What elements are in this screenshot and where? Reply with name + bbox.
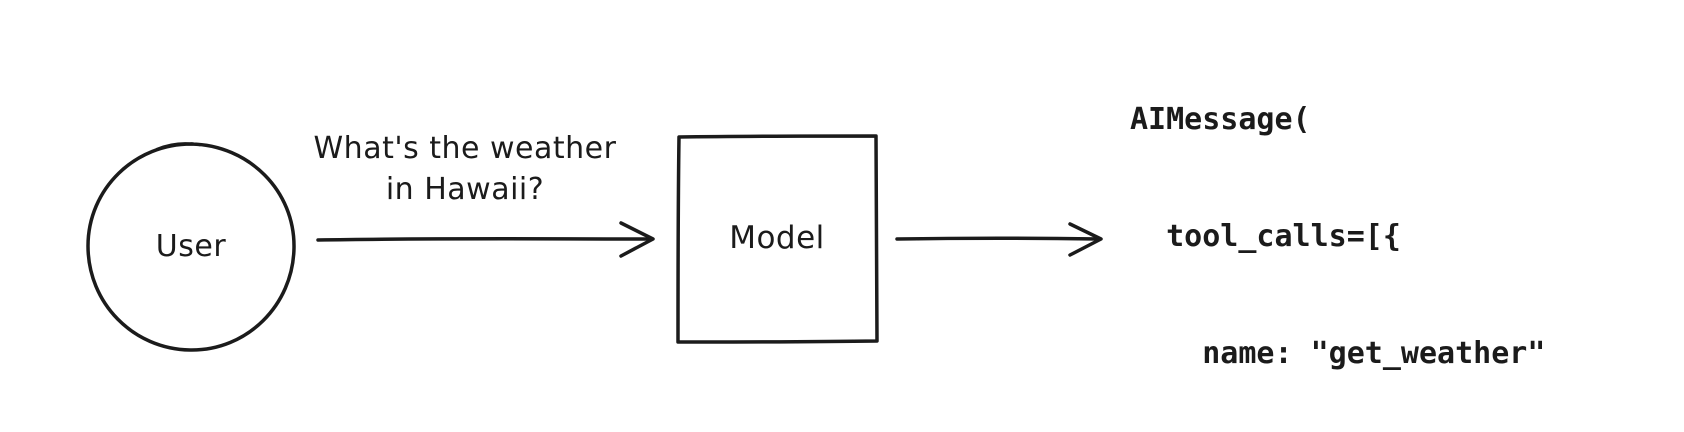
request-arrow-label: What's the weather in Hawaii? [295,128,635,210]
user-node-label: User [155,229,227,264]
code-line: name: "get_weather" [1130,336,1546,371]
code-line: AIMessage( [1130,102,1311,137]
arrow-head-icon [1068,222,1103,257]
arrow-head-icon [619,221,655,258]
arrow-shaft [895,236,1101,241]
code-line: tool_calls=[{ [1130,219,1401,254]
request-arrow-label-line1: What's the weather [313,131,617,166]
model-node-label: Model [729,220,825,256]
model-to-output-arrow [895,222,1103,257]
model-box-shape [676,134,879,344]
request-arrow-label-line2: in Hawaii? [385,172,545,207]
user-circle-shape [86,142,296,352]
user-to-model-arrow [316,221,655,258]
arrow-shaft [316,237,653,242]
aimessage-code-block: AIMessage( tool_calls=[{ name: "get_weat… [1130,22,1582,432]
